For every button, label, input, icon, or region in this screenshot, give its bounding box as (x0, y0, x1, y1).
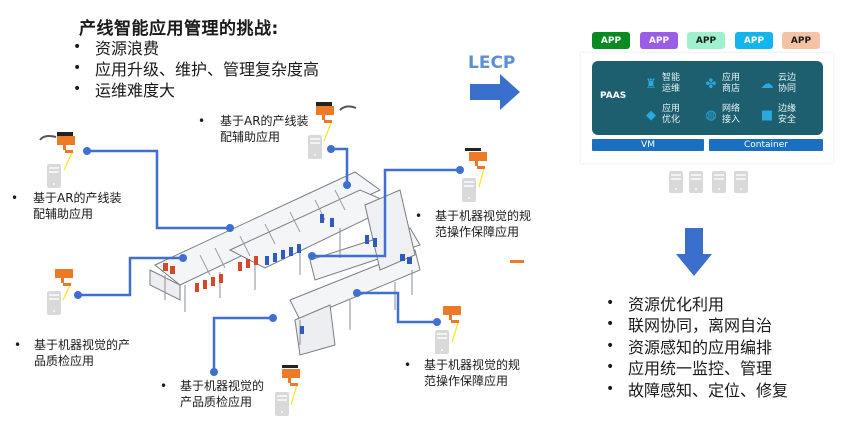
connector-quality-left (78, 256, 183, 297)
connector-spec-bottom (357, 291, 437, 324)
scenario-label-vision-spec-top: • 基于机器视觉的规 范操作保障应用 (415, 209, 532, 239)
connector-dots (74, 145, 464, 376)
connector-ar-left (87, 149, 230, 230)
camera-icon (282, 365, 300, 386)
orange-marker (510, 260, 524, 263)
feature-network-access: ◍ 网络接入 (705, 104, 741, 125)
challenges-title: 产线智能应用管理的挑战: (79, 19, 279, 39)
paas-label: PAAS (600, 91, 627, 101)
feature-app-store: ✤ 应用商店 (705, 73, 741, 94)
benefits-list: •资源优化利用 •联网协同，离网自治 •资源感知的应用编排 •应用统一监控、管理… (606, 292, 788, 400)
feature-app-optimize: ◆ 应用优化 (646, 104, 681, 125)
benefit-item: •资源优化利用 (606, 294, 725, 314)
camera-server-links (62, 122, 485, 406)
challenges-list: •资源浪费 •应用升级、维护、管理复杂度高 •运维难度大 (73, 36, 320, 100)
down-arrow-icon (676, 228, 712, 276)
right-arrow-icon (470, 74, 520, 110)
robot-arm-icon (39, 135, 57, 141)
scenario-label-vision-quality-bottom: • 基于机器视觉的 产品质检应用 (160, 379, 265, 409)
feature-smart-ops: ♜ 智能运维 (645, 73, 681, 94)
benefit-item: •联网协同，离网自治 (606, 316, 773, 336)
connector-spec-top (312, 168, 460, 258)
connector-quality-bottom (212, 316, 273, 372)
server-icon (669, 171, 683, 193)
scenario-label-ar-left: • 基于AR的产线装 配辅助应用 (11, 191, 122, 221)
red-doors (163, 256, 258, 292)
blue-doors (265, 214, 412, 334)
cube-icon: ◆ (646, 107, 656, 123)
connector-lines (78, 147, 460, 372)
shield-icon: ■ (760, 107, 774, 123)
benefit-item: •应用统一监控、管理 (606, 359, 773, 379)
lecp-label: LECP (468, 53, 516, 73)
scenario-label-vision-spec-bottom: • 基于机器视觉的规 范操作保障应用 (404, 358, 521, 388)
challenge-item: •应用升级、维护、管理复杂度高 (73, 59, 320, 79)
app-badge-5[interactable]: APP (782, 32, 820, 49)
robot-icon: ♜ (645, 76, 657, 92)
globe-icon: ◍ (705, 107, 717, 123)
paas-panel: PAAS ♜ 智能运维 ✤ 应用商店 ☁ 云边协同 ◆ 应用优化 ◍ 网络接入 … (592, 61, 823, 135)
challenge-item: •运维难度大 (73, 80, 176, 100)
server-icon (689, 171, 703, 193)
camera-icon (316, 102, 334, 123)
camera-icon (57, 132, 75, 153)
server-icon (712, 171, 726, 193)
scenario-label-ar-top: • 基于AR的产线装 配辅助应用 (198, 114, 309, 144)
camera-icon (443, 306, 461, 323)
scenario-label-vision-quality-left: • 基于机器视觉的产 品质检应用 (14, 338, 131, 368)
server-icon (734, 171, 748, 193)
feature-edge-security: ■ 边缘安全 (760, 104, 797, 125)
connector-ar-top (331, 147, 349, 185)
camera-icon (465, 148, 487, 169)
container-bar: Container (709, 139, 823, 151)
camera-icon (55, 269, 73, 286)
server-icon (435, 330, 449, 354)
feature-cloud-edge: ☁ 云边协同 (760, 73, 797, 94)
robot-arm-icon (339, 105, 357, 111)
app-badge-1[interactable]: APP (592, 32, 630, 49)
challenge-item: •资源浪费 (73, 38, 160, 58)
app-badge-2[interactable]: APP (640, 32, 678, 49)
app-badge-4[interactable]: APP (735, 32, 773, 49)
server-icon (275, 392, 289, 416)
vm-bar: VM (592, 139, 704, 151)
server-icon (47, 291, 61, 315)
server-icon (462, 178, 476, 202)
production-line-illustration (149, 171, 421, 356)
server-icon (47, 164, 61, 188)
app-store-icon: ✤ (705, 76, 717, 92)
app-badge-3[interactable]: APP (687, 32, 725, 49)
server-icon (308, 135, 322, 159)
benefit-item: •资源感知的应用编排 (606, 337, 773, 357)
cloud-edge-icon: ☁ (760, 76, 774, 92)
benefit-item: •故障感知、定位、修复 (606, 380, 789, 400)
